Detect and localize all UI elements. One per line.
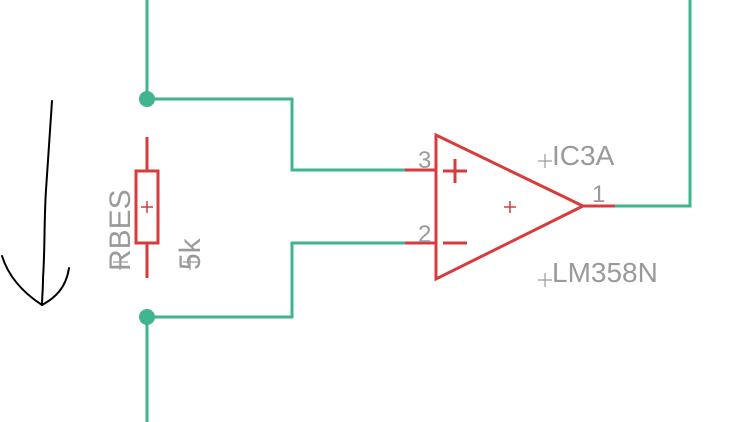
opamp-plus-symbol [443,159,467,183]
net-bottom-to-pin2[interactable] [147,241,405,319]
wires [145,0,692,422]
opamp-value-origin [538,273,552,287]
resistor-origin-cross [141,201,153,213]
opamp-value-label: LM358N [552,257,658,288]
resistor-name-origin [113,255,128,270]
arrow-shaft [41,100,53,306]
opamp-name-origin [538,154,552,168]
net-output-feedback[interactable] [615,0,692,208]
opamp-name-label: IC3A [552,140,615,171]
opamp-origin-cross [504,201,516,213]
net-top-to-pin3[interactable] [147,97,405,172]
junction-dot-top [139,91,155,107]
resistor-value-origin [183,255,198,270]
arrow-head [1,255,70,306]
opamp-triangle [434,132,587,282]
resistor-rbes[interactable]: RBES 5k [104,137,207,278]
opamp-pin2-number: 2 [418,221,431,248]
opamp-pin3-number: 3 [418,147,431,174]
opamp-ic3a[interactable]: 3 2 1 IC3A LM358N [405,132,658,288]
junction-dot-bottom [139,309,155,325]
hand-drawn-down-arrow-icon [1,100,70,306]
opamp-pin1-number: 1 [592,181,605,208]
